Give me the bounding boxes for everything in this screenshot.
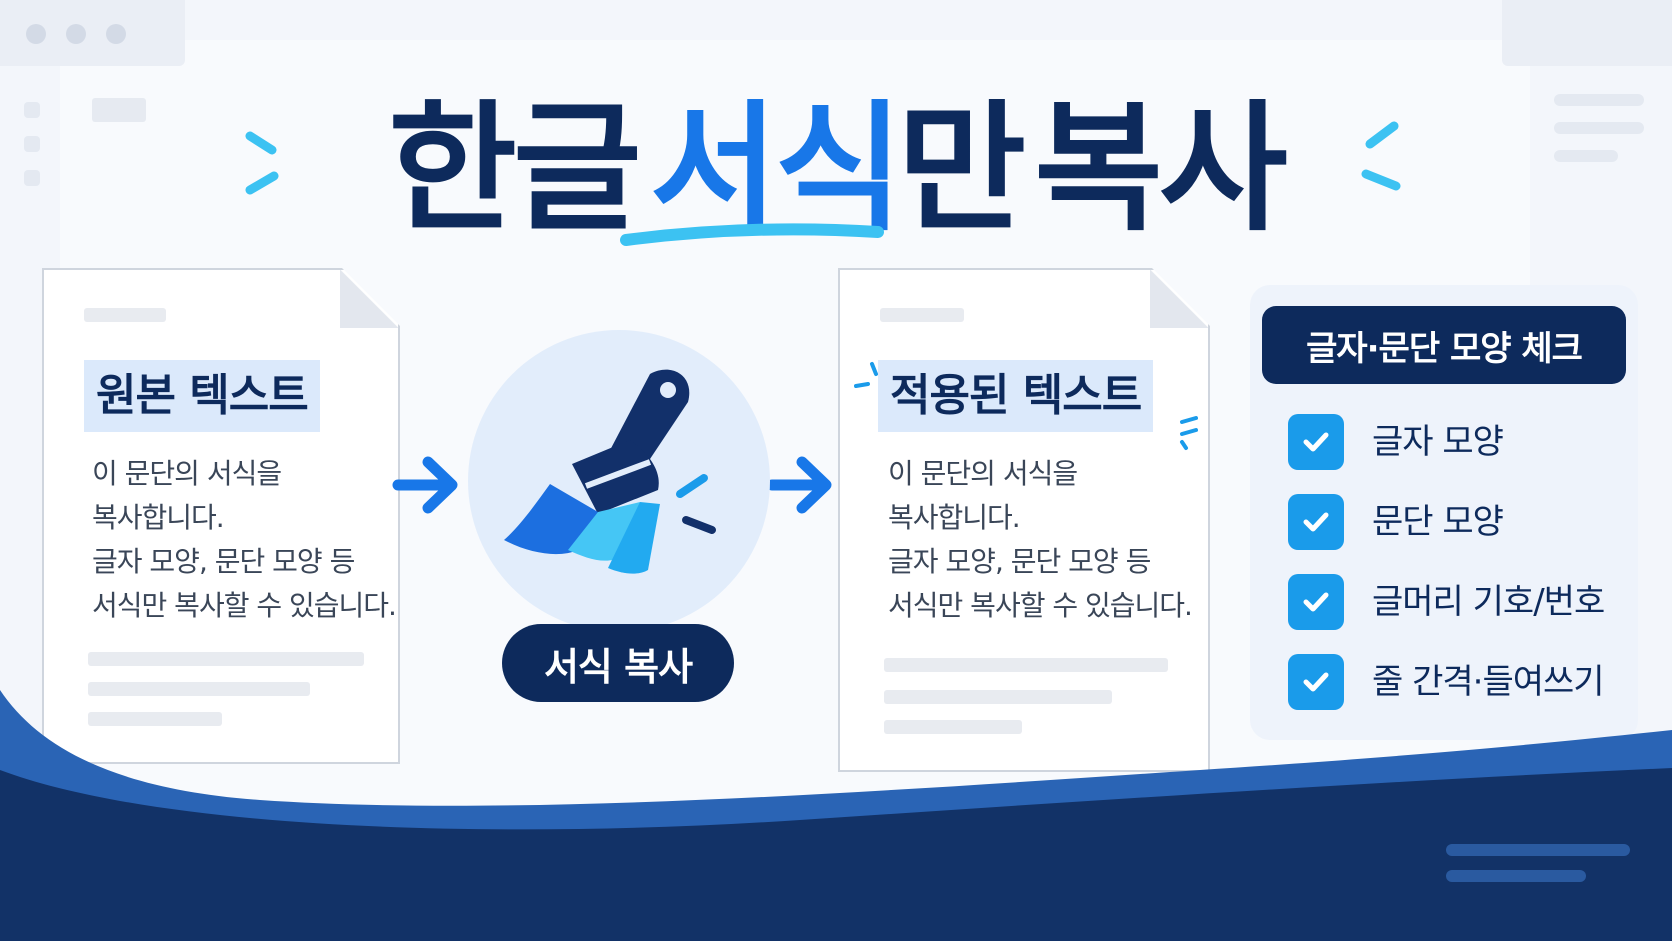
menu-line-placeholder — [1554, 150, 1618, 162]
sparkle-icon — [1361, 121, 1401, 191]
checklist-item-label: 문단 모양 — [1372, 502, 1504, 542]
target-line: 복사합니다. — [888, 501, 1021, 534]
doc-placeholder-bar — [84, 308, 166, 322]
title-part: 만 — [897, 88, 1026, 251]
checkmark-icon — [1303, 592, 1329, 612]
sidebar-placeholder — [24, 102, 40, 118]
window-titlebar-right — [1502, 0, 1672, 66]
checkbox-checked[interactable] — [1288, 574, 1344, 630]
checkbox-checked[interactable] — [1288, 414, 1344, 470]
format-copy-button[interactable]: 서식 복사 — [502, 624, 734, 702]
target-line: 서식만 복사할 수 있습니다. — [888, 589, 1193, 622]
sidebar-placeholder — [24, 170, 40, 186]
paintbrush-icon — [504, 369, 716, 574]
arrow-right-icon — [392, 456, 458, 514]
source-line: 이 문단의 서식을 — [92, 457, 282, 490]
title-part: 한글 — [388, 88, 642, 251]
doc-placeholder-line — [88, 682, 310, 696]
target-line: 이 문단의 서식을 — [888, 457, 1078, 490]
source-heading: 원본 텍스트 — [84, 360, 320, 432]
bottom-wave — [0, 690, 1672, 941]
checklist-item-label: 줄 간격·들여쓰기 — [1372, 662, 1605, 702]
checkmark-icon — [1303, 672, 1329, 692]
window-control-dot[interactable] — [66, 24, 86, 44]
checklist-item-label: 글머리 기호/번호 — [1372, 582, 1605, 622]
doc-placeholder-line — [88, 652, 364, 666]
checkbox-checked[interactable] — [1288, 654, 1344, 710]
doc-placeholder-bar — [880, 308, 964, 322]
doc-placeholder-line — [884, 690, 1112, 704]
window-control-dot[interactable] — [26, 24, 46, 44]
title-underline — [620, 223, 884, 246]
source-body: 이 문단의 서식을 복사합니다. 글자 모양, 문단 모양 등 서식만 복사할 … — [92, 452, 397, 628]
target-body: 이 문단의 서식을 복사합니다. 글자 모양, 문단 모양 등 서식만 복사할 … — [888, 452, 1193, 628]
sparkle-icon — [1180, 416, 1198, 450]
title-part: 복사 — [1034, 88, 1288, 251]
menu-line-placeholder — [1554, 122, 1644, 134]
checkmark-icon — [1303, 432, 1329, 452]
page-fold — [1150, 270, 1208, 328]
target-line: 글자 모양, 문단 모양 등 — [888, 545, 1151, 578]
checkmark-icon — [1303, 512, 1329, 532]
source-line: 글자 모양, 문단 모양 등 — [92, 545, 355, 578]
source-line: 서식만 복사할 수 있습니다. — [92, 589, 397, 622]
doc-placeholder-line — [88, 712, 222, 726]
toolbar-placeholder — [92, 98, 146, 122]
sparkle-icon — [245, 131, 279, 195]
target-document-card — [838, 268, 1210, 772]
menu-line-placeholder — [1554, 94, 1644, 106]
doc-placeholder-line — [884, 720, 1022, 734]
checkbox-checked[interactable] — [1288, 494, 1344, 550]
source-document-card — [42, 268, 400, 764]
sparkle-icon — [854, 362, 878, 388]
doc-placeholder-line — [884, 658, 1168, 672]
window-control-dot[interactable] — [106, 24, 126, 44]
checklist-title: 글자·문단 모양 체크 — [1262, 306, 1626, 384]
page-fold — [340, 270, 398, 328]
arrow-right-icon — [766, 456, 832, 514]
source-line: 복사합니다. — [92, 501, 225, 534]
target-heading: 적용된 텍스트 — [878, 360, 1154, 432]
sidebar-placeholder — [24, 136, 40, 152]
checklist-item-label: 글자 모양 — [1372, 422, 1504, 462]
